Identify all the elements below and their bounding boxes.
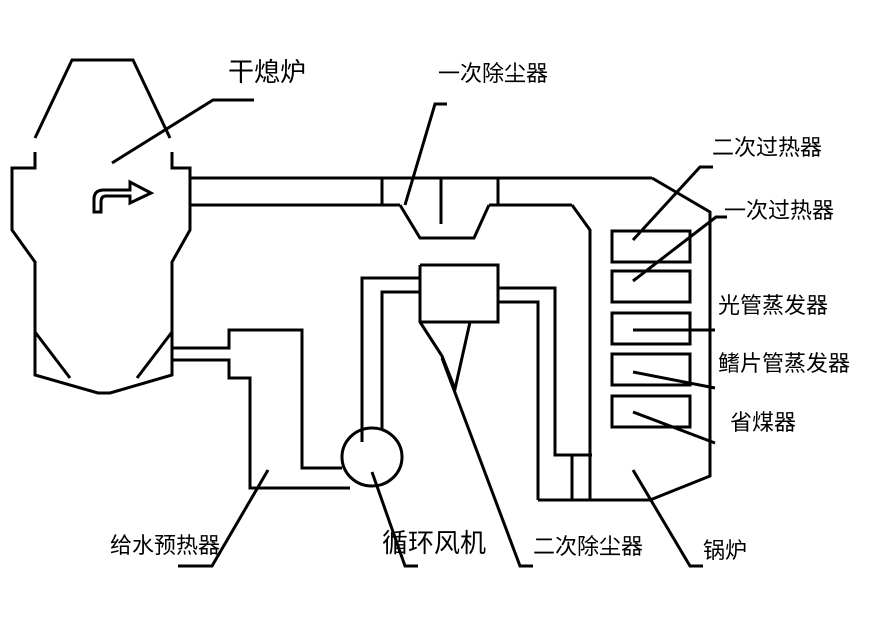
label-primary-superheater: 一次过热器 [724,199,835,224]
label-dryer: 干熄炉 [228,58,307,88]
circulating-fan [340,426,404,488]
economizer-coil [610,394,692,429]
label-bare-tube-evaporator: 光管蒸发器 [718,294,829,319]
feedwater-preheater [172,328,350,490]
hot-gas-duct [190,176,652,207]
label-finned-tube-evaporator: 鳍片管蒸发器 [718,352,851,377]
label-feedwater-preheater: 给水预热器 [110,534,221,559]
secondary-superheater-coil [610,229,692,264]
flow-arrow-icon [92,179,155,214]
leader-lines [111,98,727,568]
label-circulating-fan: 循环风机 [382,529,487,559]
finned-tube-evaporator-coil [610,352,692,387]
label-boiler: 锅炉 [703,539,748,564]
primary-dust-collector [398,178,491,240]
label-primary-dust-collector: 一次除尘器 [438,62,549,87]
boiler [538,176,712,502]
primary-superheater-coil [610,269,692,304]
secondary-dust-collector [418,263,500,395]
label-economizer: 省煤器 [730,411,797,436]
label-secondary-dust-collector: 二次除尘器 [533,535,644,560]
label-secondary-superheater: 二次过热器 [712,136,823,161]
dryer-vessel [10,58,192,395]
gas-return-duct [360,276,592,500]
